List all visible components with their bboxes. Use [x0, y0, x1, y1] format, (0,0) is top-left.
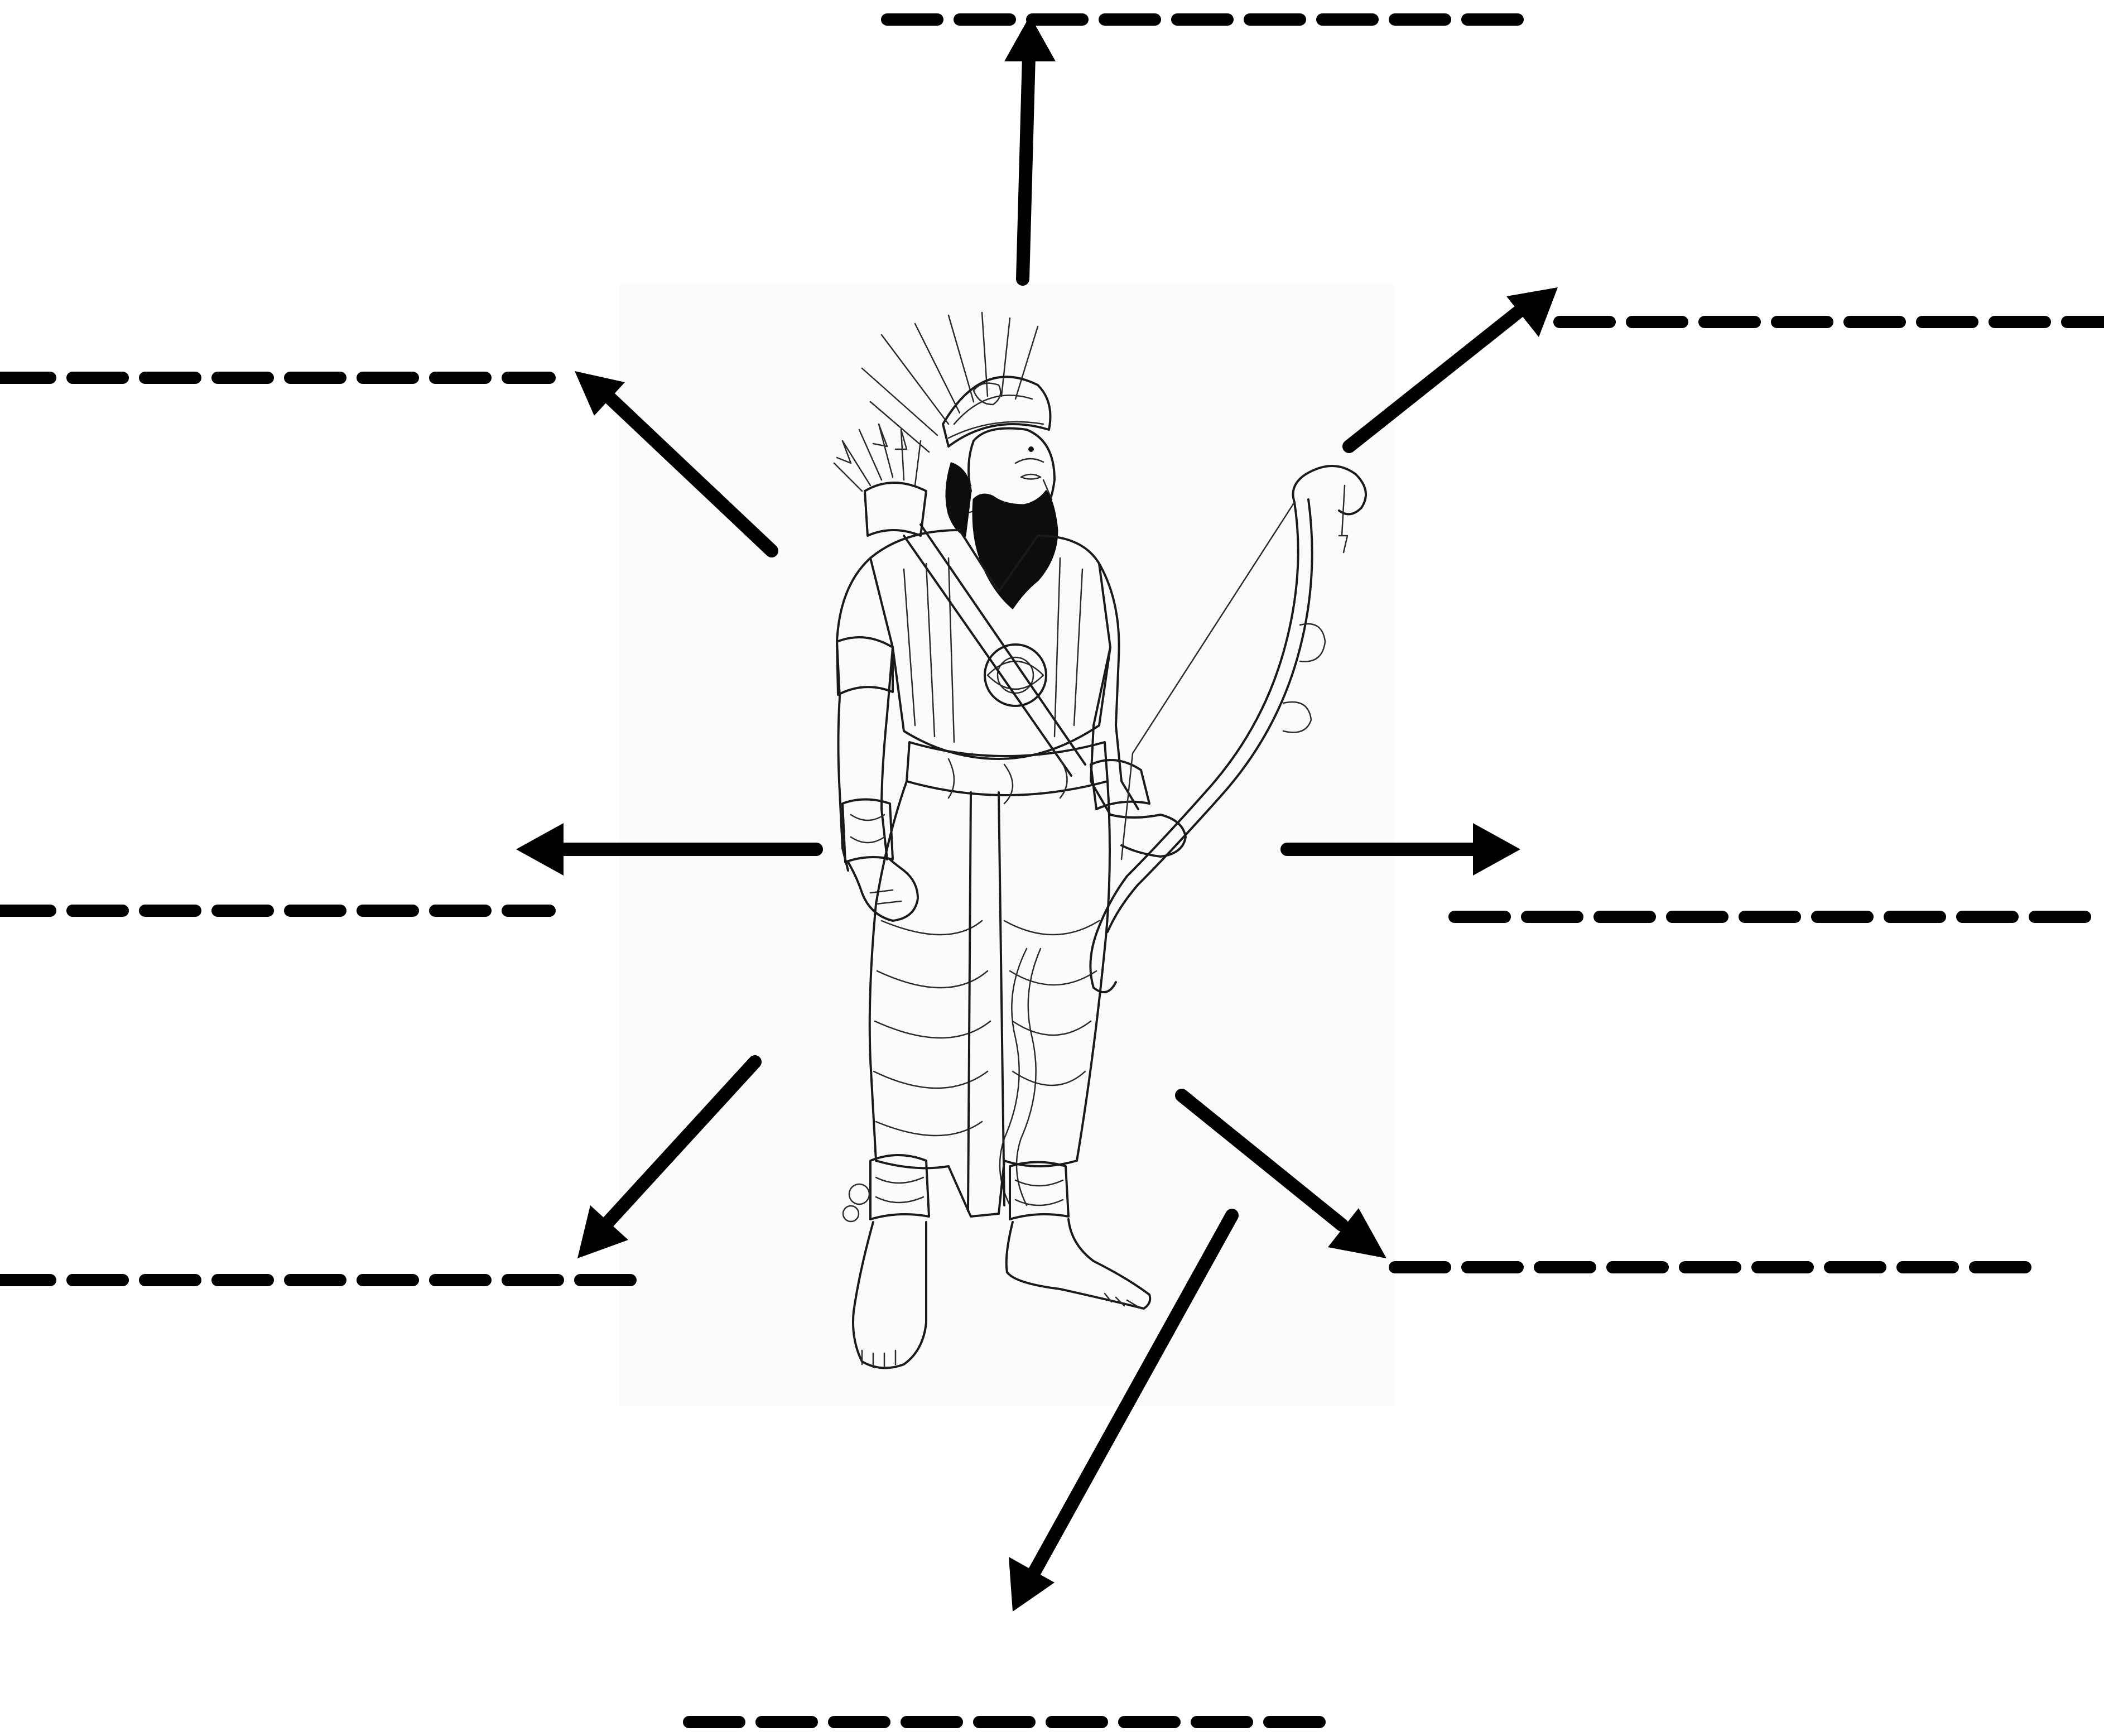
tilak-mark	[1028, 446, 1034, 452]
arrow-top	[1004, 16, 1056, 279]
